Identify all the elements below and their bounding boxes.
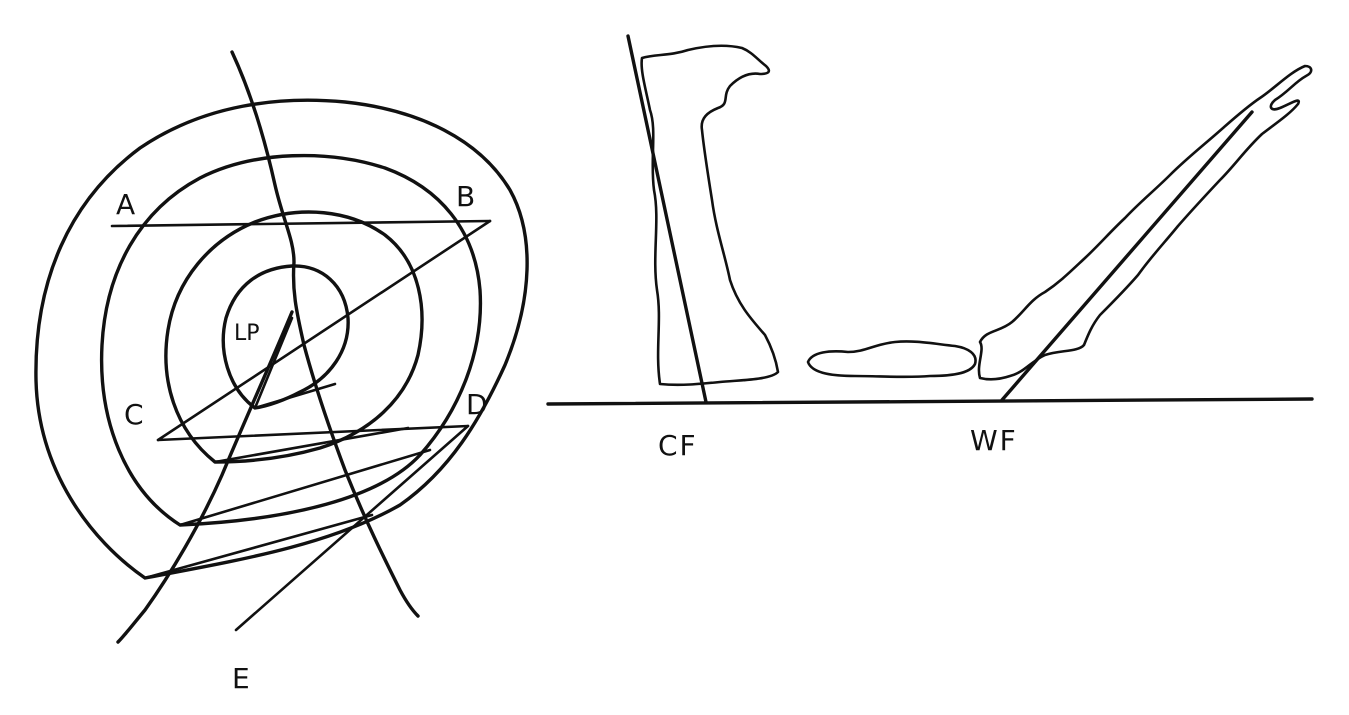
cumulonimbus-cloud xyxy=(640,44,780,387)
sector-line-5 xyxy=(143,513,374,580)
isobar-inner xyxy=(221,264,350,410)
sector-line-1 xyxy=(253,316,294,410)
cold-front-line xyxy=(116,310,294,644)
label-warm-front: WF xyxy=(970,424,1018,457)
sector-line-4 xyxy=(178,448,432,527)
diagonal-line-b-c xyxy=(156,219,492,442)
low-pressure-map: A B C D E LP xyxy=(34,50,529,695)
section-line-d-e xyxy=(234,424,470,632)
section-line-a-b xyxy=(110,219,492,228)
label-a: A xyxy=(116,188,137,221)
label-b: B xyxy=(456,180,477,213)
isobar-third xyxy=(99,153,483,527)
cross-section: CF WF xyxy=(546,34,1314,462)
cold-front-slope xyxy=(626,34,708,404)
section-line-c-d xyxy=(156,424,470,442)
label-c: C xyxy=(124,398,146,431)
ground-line xyxy=(546,397,1314,406)
warm-front-slope xyxy=(1000,110,1254,402)
nimbostratus-cloud xyxy=(977,64,1313,381)
label-low-pressure: LP xyxy=(234,321,260,346)
sector-line-3 xyxy=(213,426,410,464)
trough-line xyxy=(230,50,420,618)
sector-line-2 xyxy=(253,382,337,410)
isobar-second xyxy=(164,210,424,464)
label-e: E xyxy=(232,662,252,695)
stratus-cloud xyxy=(806,340,977,379)
label-d: D xyxy=(466,388,490,421)
label-cold-front: CF xyxy=(658,429,698,462)
isobar-outer xyxy=(34,98,529,580)
